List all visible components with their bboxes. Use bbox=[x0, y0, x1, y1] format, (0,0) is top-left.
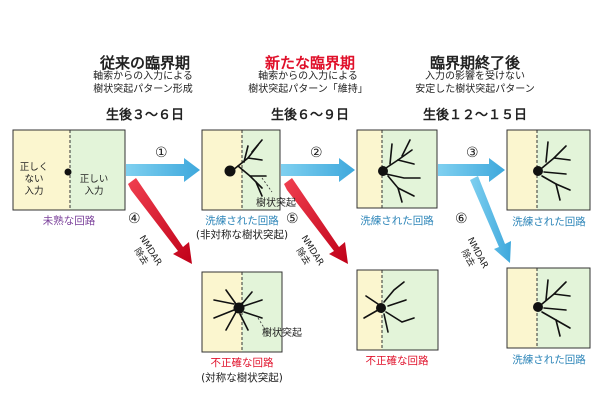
header-title: 従来の臨界期 bbox=[99, 54, 190, 72]
neuron-soma bbox=[376, 303, 386, 313]
header-desc-1: 軸索からの入力による 樹状突起パターン形成 bbox=[68, 70, 218, 96]
neuron-soma bbox=[64, 168, 72, 176]
caption-refined-7: 洗練された回路 bbox=[512, 354, 586, 366]
header-desc-line1: 軸索からの入力による bbox=[93, 71, 193, 82]
caption-inaccurate-5: 不正確な回路 bbox=[210, 357, 274, 369]
panel-inaccurate-5 bbox=[201, 271, 283, 353]
step-4: ④ bbox=[128, 211, 141, 227]
age-col-3: 生後１２～１５日 bbox=[422, 108, 527, 123]
step-2: ② bbox=[310, 145, 323, 161]
dendrite-label-5: 樹状突起 bbox=[262, 328, 302, 339]
caption-asymmetric: (非対称な樹状突起) bbox=[195, 229, 289, 241]
step-6: ⑥ bbox=[455, 211, 468, 227]
panel-refined-7 bbox=[506, 267, 591, 349]
step-5: ⑤ bbox=[286, 211, 299, 227]
header-desc-line1: 入力の影響を受けない bbox=[425, 71, 525, 82]
neuron-soma bbox=[378, 166, 388, 176]
header-desc-line2: 樹状突起パターン「維持」 bbox=[248, 84, 368, 95]
neuron-soma bbox=[533, 166, 543, 176]
arrow-1 bbox=[126, 158, 200, 182]
header-desc-line2: 安定した樹状突起パターン bbox=[415, 84, 535, 95]
neuron-soma bbox=[533, 302, 543, 312]
panel-inaccurate-6 bbox=[356, 269, 439, 351]
header-desc-2: 軸索からの入力による 樹状突起パターン「維持」 bbox=[228, 70, 388, 96]
header-title: 新たな臨界期 bbox=[264, 54, 355, 72]
caption-refined-4: 洗練された回路 bbox=[512, 216, 586, 228]
caption-refined-3: 洗練された回路 bbox=[360, 215, 434, 227]
incorrect-input-label: 正しく ない 入力 bbox=[19, 162, 49, 197]
neuron-soma bbox=[224, 165, 236, 177]
step-3: ③ bbox=[466, 145, 479, 161]
age-col-1: 生後３～６日 bbox=[105, 108, 184, 123]
header-title: 臨界期終了後 bbox=[429, 54, 520, 72]
header-desc-3: 入力の影響を受けない 安定した樹状突起パターン bbox=[395, 70, 555, 96]
panel-refined-4 bbox=[506, 129, 591, 211]
neuron-soma bbox=[233, 302, 245, 314]
header-col-2: 新たな臨界期 bbox=[230, 52, 390, 73]
arrow-3 bbox=[438, 158, 505, 182]
header-desc-line2: 樹状突起パターン形成 bbox=[93, 84, 193, 95]
correct-input-label: 正しい 入力 bbox=[79, 174, 109, 197]
caption-refined-2: 洗練された回路 bbox=[205, 215, 279, 227]
arrow-2 bbox=[281, 158, 355, 182]
panel-refined-3 bbox=[356, 129, 438, 209]
header-desc-line1: 軸索からの入力による bbox=[258, 71, 358, 82]
dendrite-label-2: 樹状突起 bbox=[256, 198, 296, 209]
arrow-4-red bbox=[128, 178, 192, 264]
header-col-3: 臨界期終了後 bbox=[395, 52, 555, 73]
arrow-6-blue bbox=[470, 176, 511, 263]
panel-refined-2 bbox=[201, 129, 281, 211]
header-col-1: 従来の臨界期 bbox=[60, 52, 230, 73]
step-1: ① bbox=[155, 145, 168, 161]
caption-immature: 未熟な回路 bbox=[42, 215, 96, 227]
age-col-2: 生後６～９日 bbox=[270, 108, 349, 123]
caption-inaccurate-6: 不正確な回路 bbox=[365, 355, 429, 367]
caption-symmetric: (対称な樹状突起) bbox=[201, 372, 283, 384]
arrow-5-red bbox=[284, 178, 348, 264]
panel-immature bbox=[12, 129, 126, 211]
